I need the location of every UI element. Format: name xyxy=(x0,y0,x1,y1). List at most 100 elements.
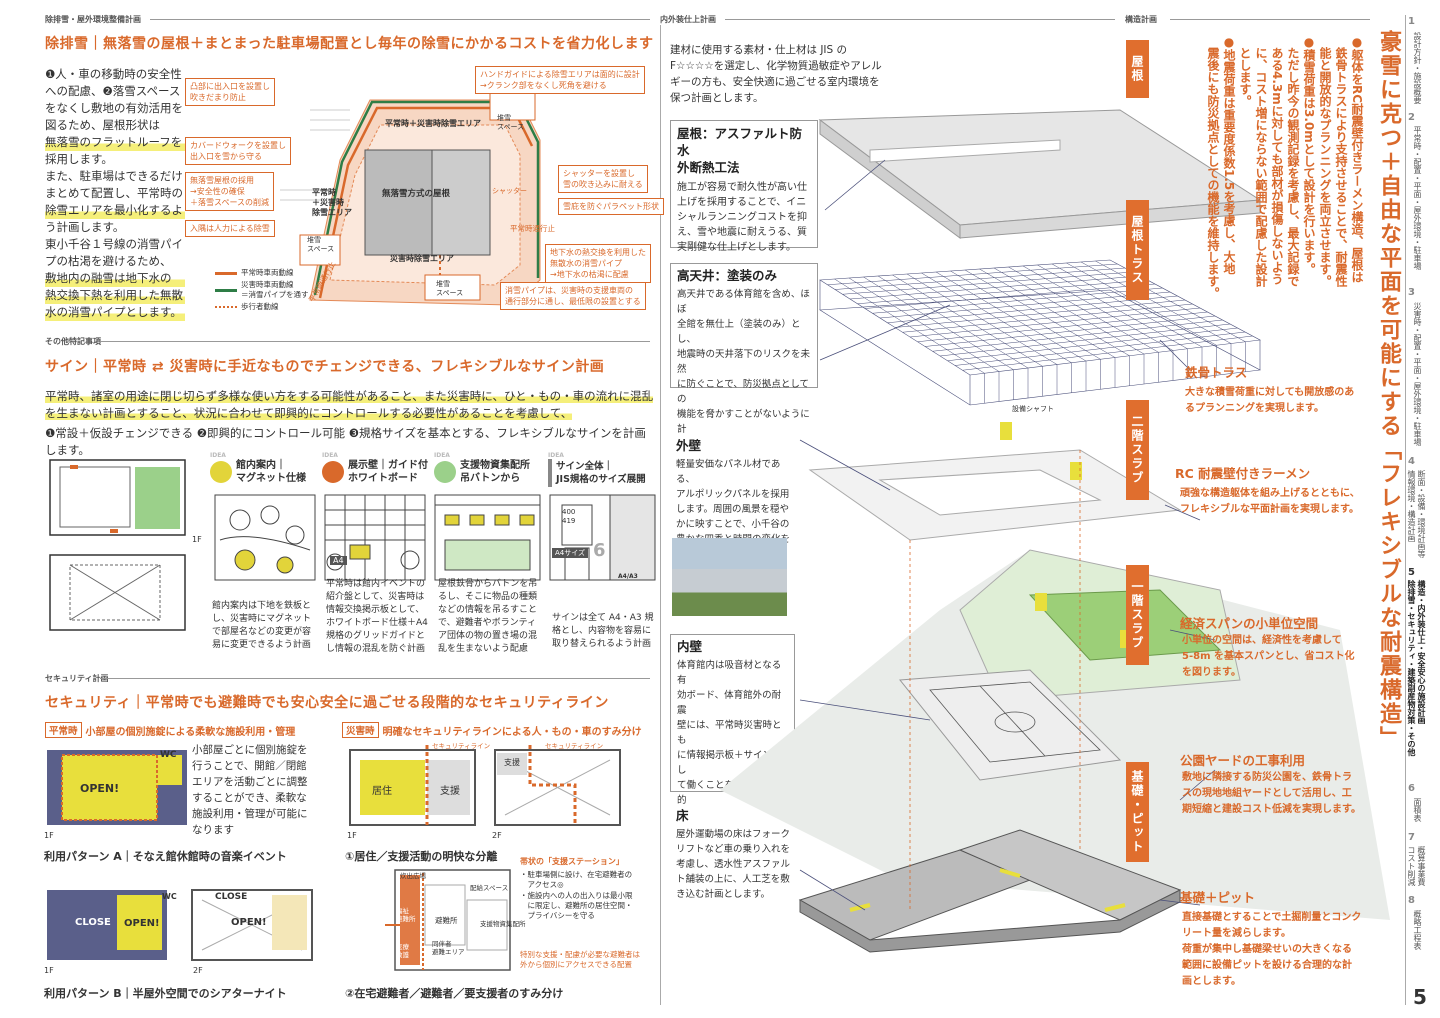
disaster-support: 支援 xyxy=(440,786,460,797)
disaster-2f: 2F xyxy=(492,831,502,840)
shaft-label: 設備シャフト xyxy=(1012,405,1054,413)
callout-2: ハンドガイドによる除雪エリアは面的に設計 →クランク部をなくし死角を避ける xyxy=(475,66,645,94)
security-close-b2: CLOSE xyxy=(215,892,248,902)
plan-label-6: 医療 救護 xyxy=(396,943,409,959)
security-disaster-head: 災害時 明確なセキュリティラインによる人・もの・車のすみ分け xyxy=(342,722,642,738)
side-index-item-8[interactable]: 概略工程表 xyxy=(1413,910,1422,950)
section-header-other: その他特記事項 xyxy=(45,337,101,346)
sign-idea-1-desc: 館内案内は下地を鉄板と し、災害時にマグネット で部屋名などの変更が容 易に変更… xyxy=(212,601,312,650)
sign-a4size-label: A4サイズ xyxy=(552,548,589,558)
side-index-item-5[interactable]: 構造・内外装仕上・安全安心の施設計画 除排雪・セキュリティ・建築副産物対策・その… xyxy=(1407,580,1426,756)
disaster-support2: 支援 xyxy=(504,758,520,767)
sign-idea-2-desc: 平常時は館内イベントの 紹介盤として、災害時は 情報交換掲示板として、 ホワイト… xyxy=(326,579,428,654)
snow-site-plan xyxy=(270,80,570,310)
disaster-secline2: セキュリティライン xyxy=(545,742,604,750)
station-item-1: ・駐車場側に設け、在宅避難者の アクセス◎ xyxy=(520,870,633,889)
side-index-item-6[interactable]: 面積表 xyxy=(1413,798,1422,822)
security-open-b2: OPEN! xyxy=(231,917,267,928)
note-span-title: 経済スパンの小単位空間 xyxy=(1180,616,1319,631)
security-normal-head: 平常時 小部屋の個別施錠による柔軟な施設利用・管理 xyxy=(45,722,295,738)
section-header-structure: 構造計画 xyxy=(1125,15,1157,24)
snow-legend: 平常時車両動線 災害時車両動線 ＝消雪パイプを通す 歩行者動線 xyxy=(215,268,309,312)
special-note: 特別な支援・配慮が必要な避難者は 外から個別にアクセスできる配置 xyxy=(520,950,640,969)
disaster-secline1: セキュリティライン xyxy=(432,742,491,750)
callout-9: 消雪パイプは、災害時の支援車両の 通行部分に通し、最低限の設置とする xyxy=(500,282,646,310)
snow-title: 除排雪｜無落雪の屋根＋まとまった駐車場配置とし毎年の除雪にかかるコストを省力化し… xyxy=(45,36,654,52)
side-index-item-2[interactable]: 平常時・配置・平面・屋外環境・駐車場 xyxy=(1413,126,1422,270)
disaster-title-1: ①居住／支援活動の明快な分離 xyxy=(345,850,498,863)
plan-label-2: 避難所 xyxy=(435,916,458,925)
map-label-disaster-lane: 災害時除雪エリア xyxy=(390,254,454,263)
note-yard-body: 敷地に隣接する防災公園を、鉄骨トラ スの現地地組ヤードとして活用し、工 期短縮と… xyxy=(1182,772,1361,815)
note-rc-body: 頑強な構造躯体を組み上げるとともに、 フレキシブルな平面計画を実現します。 xyxy=(1180,488,1360,515)
section-header-interior: 内外装仕上計画 xyxy=(660,15,716,24)
structure-tag-2f: 二階スラブ xyxy=(1126,400,1149,500)
side-index-num-2[interactable]: 2 xyxy=(1408,112,1415,123)
side-index-item-7[interactable]: 概算事業費 コスト削減 xyxy=(1407,846,1426,886)
map-label-normal-lane: 平常時通行止 xyxy=(510,224,555,233)
side-index-num-1[interactable]: 1 xyxy=(1408,16,1415,27)
security-title: セキュリティ｜平常時でも避難時でも安心安全に過ごせる段階的なセキュリティライン xyxy=(45,695,609,711)
section-header-snow: 除排雪・屋外環境整備計画 xyxy=(45,15,141,24)
exterior-wall-photo xyxy=(672,538,787,616)
section-header-security: セキュリティ計画 xyxy=(45,674,109,683)
note-foundation-body: 直接基礎とすることで土掘削量とコンク リート量を減らします。 荷重が集中し基礎梁… xyxy=(1182,912,1362,987)
side-index-item-3[interactable]: 災害時・配置・平面・屋外環境・駐車場 xyxy=(1413,302,1422,446)
map-label-roof: 無落雪方式の屋根 xyxy=(382,189,451,199)
structure-tag-1f: 一階スラブ xyxy=(1126,565,1149,665)
security-wc-b: WC xyxy=(162,892,177,901)
map-label-normal-area: 平常時＋災害時除雪エリア xyxy=(385,119,481,128)
side-index-num-4[interactable]: 4 xyxy=(1408,456,1415,467)
side-index-num-6[interactable]: 6 xyxy=(1408,783,1415,794)
side-index-num-8[interactable]: 8 xyxy=(1408,895,1415,906)
structure-tag-roof: 屋根 xyxy=(1126,40,1149,98)
structure-headline: 豪雪に克つ＋自由な平面を可能にする「フレキシブルな耐震構造」 xyxy=(1376,30,1401,750)
side-index-item-4[interactable]: 断面・設備・環境計画等 情報環境・構造計画 xyxy=(1407,470,1426,558)
grey-bar-icon xyxy=(548,459,552,487)
sign-title: サイン｜平常時 ⇄ 災害時に手近なものでチェンジできる、フレキシブルなサイン計画 xyxy=(45,359,605,375)
callout-6: シャッターを設置し 雪の吹き込みに耐える xyxy=(558,165,648,193)
sign-idea-1: IDEA 館内案内｜ マグネット仕様 xyxy=(210,452,306,484)
callout-1: 凸部に出入口を設置し 吹きだまり防止 xyxy=(185,78,275,106)
disaster-1f: 1F xyxy=(347,831,357,840)
sign-body2: ❶常設＋仮設チェンジできる ❷即興的にコントロール可能 ❸規格サイズを基本とする… xyxy=(45,426,646,457)
sign-idea-3-desc: 屋根鉄骨からバトンを吊 るし、そこに物品の種類 などの情報を吊るすこと で、避難… xyxy=(438,579,538,654)
sign-a4-label: A4 xyxy=(330,556,347,565)
note-yard-title: 公園ヤードの工事利用 xyxy=(1180,753,1306,768)
yellow-dot-icon xyxy=(210,461,232,483)
security-plan-a xyxy=(47,750,187,825)
map-label-pile3: 堆雪 スペース xyxy=(436,280,464,297)
side-index-num-7[interactable]: 7 xyxy=(1408,832,1415,843)
sign-a4a3: A4/A3 xyxy=(618,573,638,580)
map-label-normal-area2: 平常時 ＋災害時 除雪エリア xyxy=(312,188,352,217)
note-span-body: 小単位の空間は、経済性を考慮して 5-8m を基本スパンとし、省コスト化 を図り… xyxy=(1182,635,1355,678)
plan-label-4: 同伴者 避難エリア xyxy=(432,940,465,956)
sign-floor-1f: 1F xyxy=(192,535,202,544)
side-index-num-3[interactable]: 3 xyxy=(1408,287,1415,298)
security-1f-a: 1F xyxy=(44,831,54,840)
plan-label-3: 支援物資集配所 xyxy=(480,920,526,928)
sign-body1: 平常時、諸室の用途に閉じ切らず多様な使い方をする可能性があること、また災害時に、… xyxy=(45,389,654,420)
structure-tag-truss: 屋根トラス xyxy=(1126,200,1149,300)
note-truss-body: 大きな積雪荷重に対しても開放感のあ るプランニングを実現します。 xyxy=(1185,387,1355,414)
security-1f-b: 1F xyxy=(44,966,54,975)
structure-tag-foundation: 基礎・ピット xyxy=(1126,762,1149,862)
side-index-item-1[interactable]: 設計方針・施設概要 xyxy=(1413,32,1422,104)
side-index-num-5[interactable]: 5 xyxy=(1408,567,1415,578)
station-title: 帯状の「支援ステーション」 xyxy=(520,857,624,866)
sign-idea-4-desc: サインは全て A4・A3 規 格とし、内容物を容易に 取り替えられるよう計画 xyxy=(552,613,654,649)
security-wc-a: WC xyxy=(160,750,177,760)
disaster-detail-plan xyxy=(385,869,511,971)
station-item-2: ・施設内への人の出入りは最小限 に限定し、避難所の居住空間・ プライバシーを守る xyxy=(520,891,633,920)
security-open-b: OPEN! xyxy=(124,918,160,929)
callout-8: 地下水の熱交換を利用した 無散水の消雪パイプ →地下水の枯渇に配慮 xyxy=(545,244,651,283)
security-open-a: OPEN! xyxy=(80,782,120,795)
structure-vertical-text: ●躯体をRC耐震壁付きラーメン構造、屋根は 鉄骨トラスにより支持させることで、耐… xyxy=(1206,35,1364,299)
orange-dot-icon xyxy=(322,461,344,483)
sign-idea-2: IDEA 展示壁｜ガイド付 ホワイトボード xyxy=(322,452,428,484)
callout-4: 無落雪屋根の採用 →安全性の確保 ＋落雪スペースの削減 xyxy=(185,172,275,211)
disaster-title-2: ②在宅避難者／避難者／要支援者のすみ分け xyxy=(345,987,564,1000)
map-label-shutter: シャッター xyxy=(492,187,527,195)
interior-floor: 床 屋外運動場の床はフォーク リフトなど車の乗り入れを 考慮し、透水性アスファル… xyxy=(670,804,798,924)
